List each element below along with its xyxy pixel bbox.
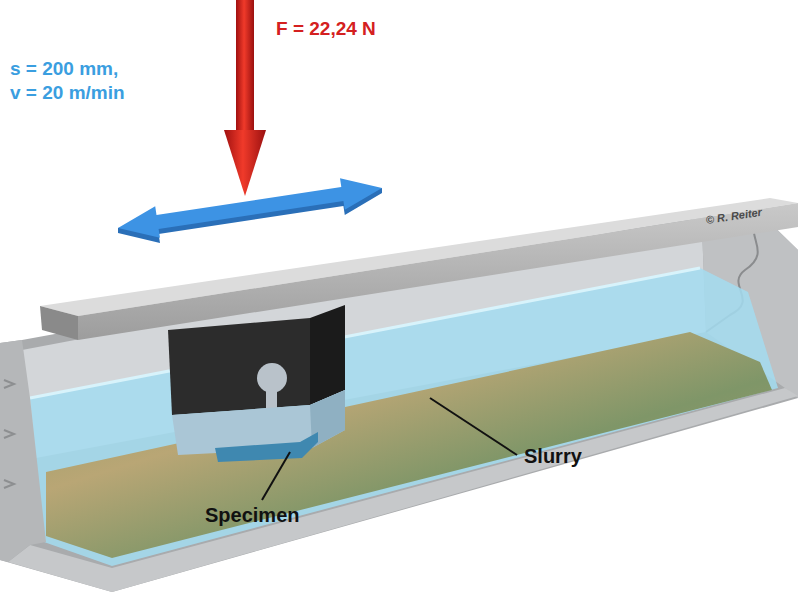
specimen-plate — [215, 432, 318, 462]
stroke-label: s = 200 mm, — [10, 58, 118, 80]
left-end-notches — [4, 380, 14, 488]
trough-front-wall — [8, 388, 798, 592]
force-arrow-shaft — [236, 0, 254, 131]
part-name: Slurry — [524, 445, 582, 468]
beam-end — [40, 306, 78, 340]
force-label: F = 22,24 N — [276, 18, 376, 40]
leader-line — [262, 452, 290, 500]
trough-left-end — [0, 340, 46, 562]
holder-block-side — [310, 305, 345, 405]
slurry-layer — [46, 332, 772, 558]
speed-label: v = 20 m/min — [10, 82, 125, 104]
holder-slot — [266, 380, 277, 410]
holder-block-front — [168, 318, 310, 415]
force-arrow-head — [224, 130, 266, 196]
part-name: Specimen — [205, 504, 299, 527]
motion-arrow — [118, 178, 382, 238]
leader-line — [430, 398, 517, 455]
